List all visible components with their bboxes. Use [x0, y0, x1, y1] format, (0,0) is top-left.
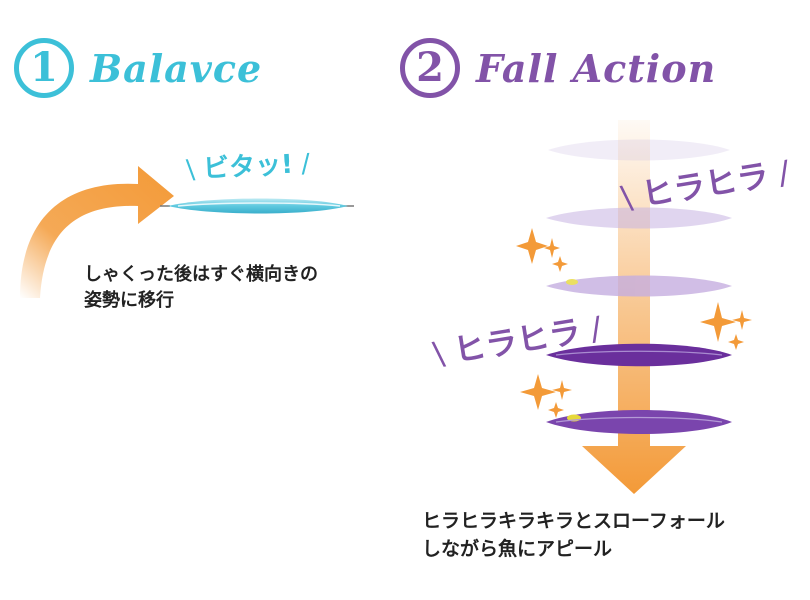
section-2-heading: 2 Fall Action [400, 28, 716, 108]
section-1-title: Balavce [90, 45, 263, 91]
sparkle-icon [520, 374, 572, 418]
lure-fall-2 [546, 207, 732, 229]
lure-fall-5 [546, 410, 732, 434]
section-2-caption-line-2: しながら魚にアピール [422, 537, 613, 560]
section-2-caption-line-1: ヒラヒラキラキラとスローフォール [422, 510, 725, 532]
lure-fall-3 [546, 275, 732, 297]
section-2-title: Fall Action [476, 45, 717, 91]
exclamation-bitah-text: ビタッ! [202, 149, 294, 185]
step-number-1: 1 [14, 38, 74, 98]
exclamation-bitah: \ ビタッ! / [185, 148, 311, 186]
sparkle-icon [700, 302, 752, 350]
lure-horizontal [160, 198, 354, 214]
jerk-arrow-icon [20, 166, 174, 298]
lure-fall-4 [546, 343, 732, 367]
section-1-caption: しゃくった後はすぐ横向きの 姿勢に移行 [84, 262, 318, 314]
fall-arrow-icon [582, 120, 686, 494]
section-1-heading: 1 Balavce [14, 28, 262, 108]
sparkle-icon [516, 228, 568, 272]
step-number-2: 2 [400, 38, 460, 98]
section-1-caption-line-2: 姿勢に移行 [84, 290, 174, 312]
lure-fall-1 [548, 139, 730, 161]
section-2-caption: ヒラヒラキラキラとスローフォール しながら魚にアピール [422, 508, 725, 563]
section-1-caption-line-1: しゃくった後はすぐ横向きの [84, 264, 318, 285]
